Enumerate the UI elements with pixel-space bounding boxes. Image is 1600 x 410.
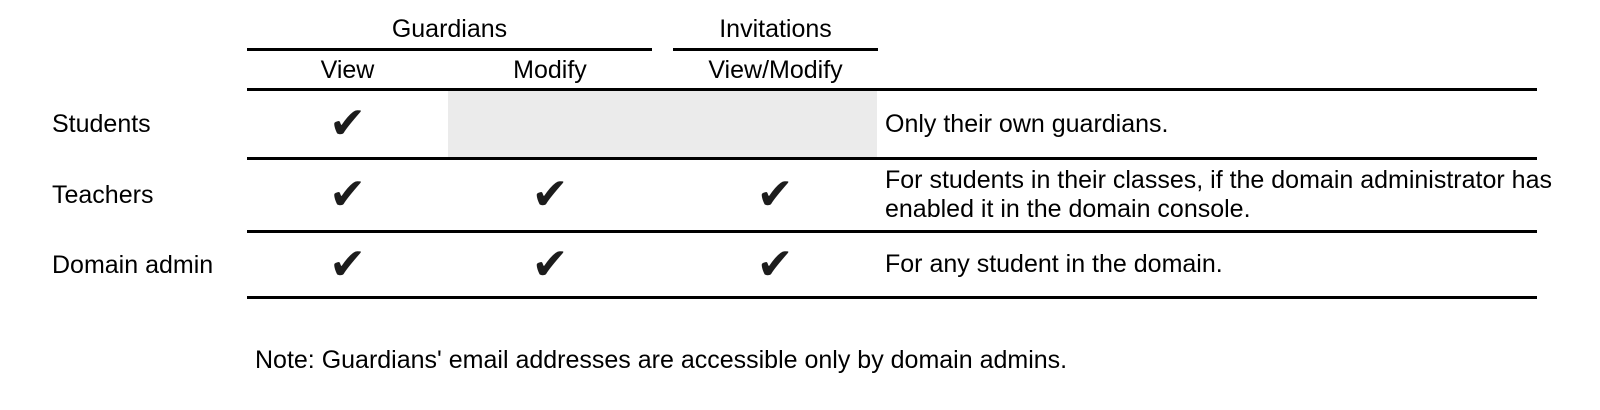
table-row-domain-admin: Domain admin ✔ ✔ ✔ For any student in th…: [0, 233, 1600, 296]
students-guardians-modify-cell: [448, 91, 652, 157]
students-row-rule: [247, 157, 1537, 160]
check-icon: ✔: [756, 169, 794, 220]
teachers-note-cell: For students in their classes, if the do…: [885, 160, 1555, 230]
view-modify-column-header: View/Modify: [708, 56, 843, 84]
table-row-teachers: Teachers ✔ ✔ ✔ For students in their cla…: [0, 160, 1600, 230]
footnote: Note: Guardians' email addresses are acc…: [255, 346, 1068, 374]
row-label-domain-admin: Domain admin: [52, 250, 214, 279]
view-column-header: View: [320, 56, 375, 84]
table-bottom-rule: [247, 296, 1537, 299]
teachers-invitations-cell: ✔: [673, 160, 877, 230]
students-disabled-cells-region: [448, 91, 877, 157]
check-icon: ✔: [329, 169, 366, 220]
row-note: Only their own guardians.: [885, 109, 1169, 138]
domain-admin-guardians-view-cell: ✔: [247, 233, 448, 296]
domain-admin-note-cell: For any student in the domain.: [885, 233, 1555, 296]
domain-admin-invitations-cell: ✔: [673, 233, 877, 296]
row-label-students: Students: [52, 110, 151, 138]
guardians-group-header: Guardians: [391, 15, 508, 43]
students-note-cell: Only their own guardians.: [885, 91, 1555, 157]
guardians-group-underline: [247, 48, 652, 51]
row-label-teachers: Teachers: [52, 181, 154, 209]
students-guardians-view-cell: ✔: [247, 91, 448, 157]
teachers-guardians-view-cell: ✔: [247, 160, 448, 230]
table-row-students: Students ✔ Only their own guardians.: [0, 91, 1600, 157]
domain-admin-guardians-modify-cell: ✔: [448, 233, 652, 296]
invitations-group-underline: [673, 48, 878, 51]
check-icon: ✔: [756, 238, 794, 290]
row-note: For students in their classes, if the do…: [885, 166, 1552, 223]
check-icon: ✔: [531, 238, 569, 290]
check-icon: ✔: [531, 169, 569, 220]
students-invitations-cell: [673, 91, 877, 157]
header-bottom-rule: [247, 88, 1537, 91]
row-note: For any student in the domain.: [885, 250, 1223, 278]
teachers-guardians-modify-cell: ✔: [448, 160, 652, 230]
check-icon: ✔: [329, 238, 366, 290]
check-icon: ✔: [329, 98, 366, 149]
invitations-group-header: Invitations: [719, 15, 832, 43]
modify-column-header: Modify: [513, 56, 587, 84]
teachers-row-rule: [247, 230, 1537, 233]
